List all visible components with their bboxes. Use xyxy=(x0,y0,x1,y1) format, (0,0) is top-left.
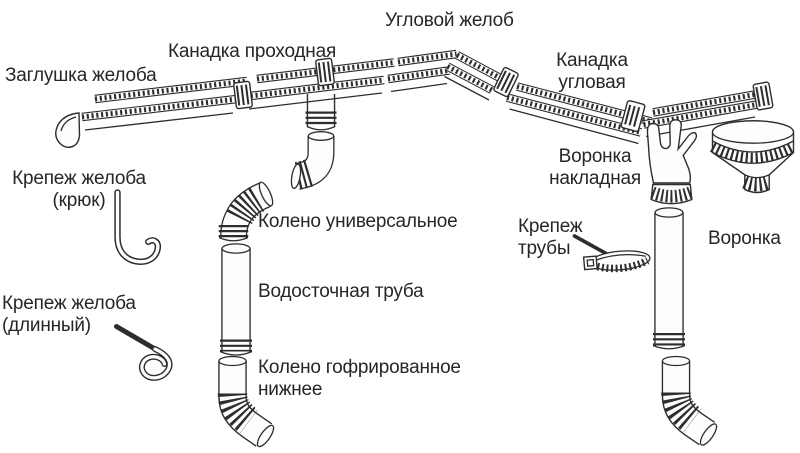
joint-clip xyxy=(752,81,774,111)
gutter-hook-short xyxy=(114,189,162,265)
label-universal-elbow: Колено универсальное xyxy=(258,211,458,232)
label-connector-through: Канадка проходная xyxy=(168,41,337,62)
drop-outlet xyxy=(305,94,337,131)
lower-elbow-left xyxy=(217,355,275,448)
pipe-clamp xyxy=(572,234,651,273)
label-corner-gutter: Угловой желоб xyxy=(385,10,514,31)
label-gutter-bracket-hook: Крепеж желоба (крюк) xyxy=(12,168,146,211)
funnel xyxy=(709,120,797,194)
joint-clip xyxy=(620,100,646,132)
joint-clip xyxy=(315,57,335,87)
label-pipe-bracket: Крепеж трубы xyxy=(518,216,583,259)
label-connector-corner: Канадка угловая xyxy=(556,50,628,93)
corner-gutter xyxy=(387,49,504,101)
label-funnel: Воронка xyxy=(708,228,781,249)
lower-elbow-right xyxy=(661,355,718,446)
gutter-run-right xyxy=(642,88,768,138)
gutter-run-left xyxy=(81,76,248,131)
downpipe-left xyxy=(219,243,253,356)
label-gutter-bracket-long: Крепеж желоба (длинный) xyxy=(2,293,136,336)
gutter-hook-long xyxy=(114,324,173,381)
label-lower-elbow: Колено гофрированное нижнее xyxy=(258,357,461,400)
overlay-funnel xyxy=(646,119,698,205)
joint-clip xyxy=(233,80,253,110)
label-overlay-funnel: Воронка накладная xyxy=(549,146,641,189)
joint-clip xyxy=(493,66,519,98)
label-downpipe: Водосточная труба xyxy=(258,281,424,302)
universal-elbow-lower xyxy=(218,181,274,242)
downpipe-right xyxy=(652,207,686,350)
gutter-end-cap xyxy=(55,112,81,149)
universal-elbow-upper xyxy=(290,131,335,190)
label-gutter-end-cap: Заглушка желоба xyxy=(5,65,157,86)
